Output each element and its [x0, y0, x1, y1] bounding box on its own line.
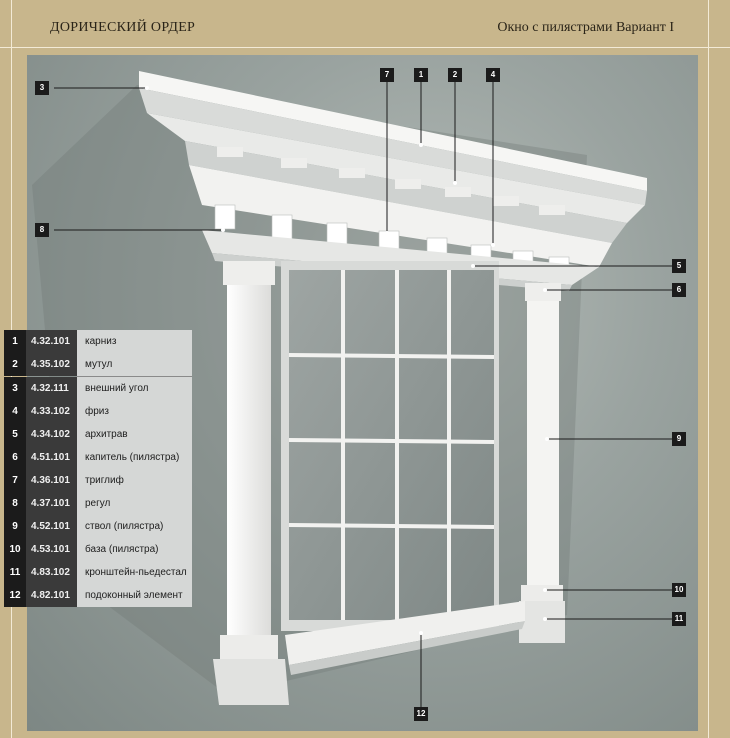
- legend-code: 4.32.101: [26, 330, 77, 353]
- legend-name: капитель (пилястра): [77, 446, 192, 469]
- legend-code: 4.32.111: [26, 377, 77, 400]
- callout-11: 11: [672, 612, 686, 626]
- legend-code: 4.33.102: [26, 400, 77, 423]
- legend-num: 5: [4, 423, 26, 446]
- legend-num: 9: [4, 515, 26, 538]
- legend-num: 8: [4, 492, 26, 515]
- callout-1: 1: [414, 68, 428, 82]
- callout-4: 4: [486, 68, 500, 82]
- legend-name: регул: [77, 492, 192, 515]
- legend-divider: [77, 376, 192, 377]
- legend-name: ствол (пилястра): [77, 515, 192, 538]
- legend-name: подоконный элемент: [77, 584, 192, 607]
- legend-num: 1: [4, 330, 26, 353]
- legend-num: 7: [4, 469, 26, 492]
- legend-num: 4: [4, 400, 26, 423]
- legend-num: 12: [4, 584, 26, 607]
- callout-2: 2: [448, 68, 462, 82]
- legend-name: карниз: [77, 330, 192, 353]
- frame-line-top: [0, 47, 730, 48]
- legend-code: 4.35.102: [26, 353, 77, 376]
- legend-code: 4.37.101: [26, 492, 77, 515]
- frame-line-right: [708, 0, 709, 738]
- callout-9: 9: [672, 432, 686, 446]
- callout-12: 12: [414, 707, 428, 721]
- callout-6: 6: [672, 283, 686, 297]
- legend-name: база (пилястра): [77, 538, 192, 561]
- legend-row: 2 4.35.102 мутул: [4, 353, 192, 376]
- legend-row: 1 4.32.101 карниз: [4, 330, 192, 353]
- legend-name: триглиф: [77, 469, 192, 492]
- legend-code: 4.83.102: [26, 561, 77, 584]
- legend-code: 4.34.102: [26, 423, 77, 446]
- legend-row: 4 4.33.102 фриз: [4, 400, 192, 423]
- callout-8: 8: [35, 223, 49, 237]
- callout-3: 3: [35, 81, 49, 95]
- legend-num: 6: [4, 446, 26, 469]
- header-right-title: Окно с пилястрами Вариант I: [497, 20, 674, 35]
- page-header: ДОРИЧЕСКИЙ ОРДЕР Окно с пилястрами Вариа…: [0, 0, 730, 48]
- legend-code: 4.82.101: [26, 584, 77, 607]
- legend-name: кронштейн-пьедестал: [77, 561, 192, 584]
- legend-num: 11: [4, 561, 26, 584]
- callout-7: 7: [380, 68, 394, 82]
- legend-name: архитрав: [77, 423, 192, 446]
- legend-code: 4.53.101: [26, 538, 77, 561]
- legend-num: 2: [4, 353, 26, 376]
- legend-name: внешний угол: [77, 377, 192, 400]
- legend-num: 3: [4, 377, 26, 400]
- legend-row: 5 4.34.102 архитрав: [4, 423, 192, 446]
- legend-row: 6 4.51.101 капитель (пилястра): [4, 446, 192, 469]
- callout-10: 10: [672, 583, 686, 597]
- legend-row: 11 4.83.102 кронштейн-пьедестал: [4, 561, 192, 584]
- parts-legend: 1 4.32.101 карниз 2 4.35.102 мутул 3 4.3…: [4, 330, 192, 607]
- legend-row: 3 4.32.111 внешний угол: [4, 377, 192, 400]
- legend-name: мутул: [77, 353, 192, 376]
- legend-num: 10: [4, 538, 26, 561]
- legend-row: 8 4.37.101 регул: [4, 492, 192, 515]
- legend-row: 7 4.36.101 триглиф: [4, 469, 192, 492]
- legend-row: 12 4.82.101 подоконный элемент: [4, 584, 192, 607]
- header-left-title: ДОРИЧЕСКИЙ ОРДЕР: [50, 20, 196, 35]
- legend-row: 10 4.53.101 база (пилястра): [4, 538, 192, 561]
- legend-name: фриз: [77, 400, 192, 423]
- legend-row: 9 4.52.101 ствол (пилястра): [4, 515, 192, 538]
- legend-code: 4.52.101: [26, 515, 77, 538]
- callout-5: 5: [672, 259, 686, 273]
- legend-code: 4.51.101: [26, 446, 77, 469]
- legend-code: 4.36.101: [26, 469, 77, 492]
